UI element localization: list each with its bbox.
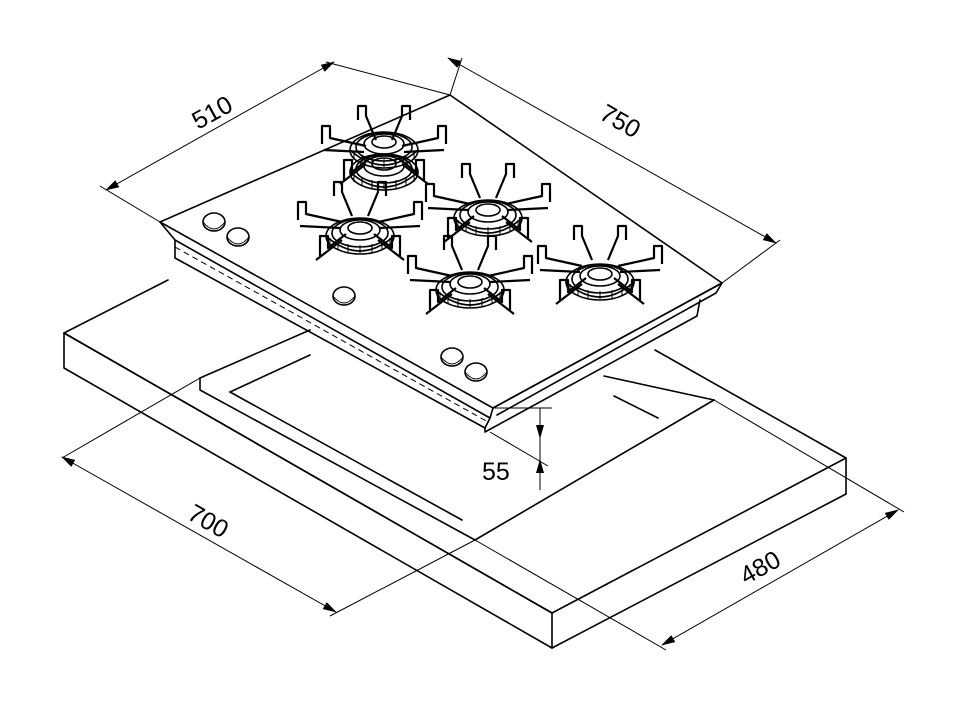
hob	[159, 94, 723, 433]
counter-right-top-edge	[654, 349, 847, 459]
dim-750-label: 750	[595, 99, 645, 144]
cutout-right-back	[603, 375, 715, 401]
knob-2	[226, 227, 250, 247]
hob-right-edge	[492, 282, 723, 416]
dim-55-label: 55	[482, 458, 510, 486]
dim-55: 55	[482, 407, 552, 490]
knob-5	[464, 362, 488, 382]
knob-3	[332, 286, 356, 306]
dim-510-label: 510	[187, 91, 237, 136]
dim-700-label: 700	[183, 499, 233, 544]
knob-4	[440, 347, 464, 367]
hob-glass-top	[159, 94, 723, 409]
cutout-inner-front	[229, 391, 463, 521]
dim-480: 480	[474, 399, 905, 651]
cutout-right-edge	[474, 399, 715, 541]
cutout-right-inner	[613, 395, 659, 419]
hob-front-edge	[159, 221, 494, 419]
cutout-left-back	[199, 329, 311, 379]
cutout-inner-left	[229, 354, 311, 393]
hob-housing-right	[484, 299, 701, 433]
cutout-front-edge	[199, 377, 476, 541]
dim-480-label: 480	[735, 546, 785, 591]
knob-1	[202, 212, 226, 232]
counter-right-face	[551, 457, 847, 649]
counter-rear-left-edge	[63, 279, 169, 334]
hob-housing-front	[174, 239, 491, 429]
